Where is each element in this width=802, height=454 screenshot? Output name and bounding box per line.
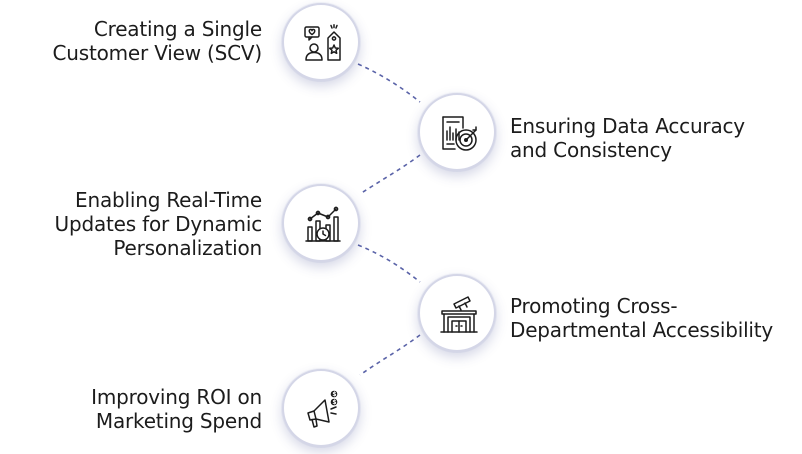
svg-text:$: $ [332,399,336,406]
step-label-scv: Creating a Single Customer View (SCV) [52,17,263,65]
connector-3-4 [357,244,421,283]
step-label-accuracy: Ensuring Data Accuracy and Consistency [510,114,745,162]
step-node-access [418,274,496,352]
report-target-icon [442,116,477,151]
step-node-roi: $ $ [282,369,360,447]
customer-profile-tag-icon [304,24,341,61]
megaphone-dollar-icon: $ $ [307,390,338,428]
connector-1-2 [357,63,421,103]
step-label-realtime: Enabling Real-Time Updates for Dynamic P… [54,188,263,260]
step-node-scv [282,3,360,81]
step-label-roi: Improving ROI on Marketing Spend [91,385,262,433]
step-node-realtime [282,184,360,262]
step-node-accuracy [418,93,496,171]
step-label-access: Promoting Cross- Departmental Accessibil… [510,294,774,342]
svg-text:$: $ [332,391,336,398]
connector-4-5 [359,334,421,376]
building-telescope-icon [440,296,478,333]
realtime-chart-icon [305,206,341,242]
connector-2-3 [359,154,421,195]
